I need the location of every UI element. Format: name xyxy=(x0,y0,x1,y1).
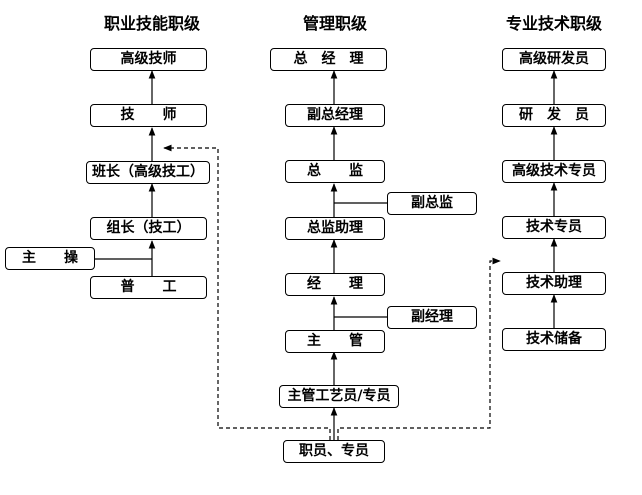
header-management-track: 管理职级 xyxy=(302,14,367,33)
box-researcher: 研 发 员 xyxy=(502,104,606,127)
dashed-path-to-technician xyxy=(163,144,331,440)
box-technician: 技 师 xyxy=(90,104,207,127)
box-deputy-director: 副总监 xyxy=(387,192,477,215)
box-tech-reserve: 技术储备 xyxy=(502,328,606,351)
box-process-supervisor: 主管工艺员/专员 xyxy=(279,385,399,408)
header-technical-track: 专业技术职级 xyxy=(505,14,602,33)
box-general-worker: 普 工 xyxy=(90,276,207,299)
box-general-manager: 总 经 理 xyxy=(270,48,387,71)
box-team-leader: 班长（高级技工） xyxy=(86,161,210,184)
box-senior-researcher: 高级研发员 xyxy=(502,48,606,71)
box-staff-specialist: 职员、专员 xyxy=(283,440,385,463)
box-main-operator: 主 操 xyxy=(5,247,95,270)
box-director-assistant: 总监助理 xyxy=(285,217,385,240)
box-tech-specialist: 技术专员 xyxy=(502,216,606,239)
box-group-leader: 组长（技工） xyxy=(90,217,207,240)
box-supervisor: 主 管 xyxy=(285,330,385,353)
box-director: 总 监 xyxy=(285,160,385,183)
box-senior-technician: 高级技师 xyxy=(90,48,207,71)
box-manager: 经 理 xyxy=(285,273,385,296)
header-skill-track: 职业技能职级 xyxy=(103,14,200,33)
box-deputy-manager: 副经理 xyxy=(387,306,477,329)
dashed-path-to-tech-assistant xyxy=(337,257,501,440)
box-tech-assistant: 技术助理 xyxy=(502,272,606,295)
box-deputy-general-manager: 副总经理 xyxy=(285,104,385,127)
box-senior-tech-specialist: 高级技术专员 xyxy=(502,160,606,183)
